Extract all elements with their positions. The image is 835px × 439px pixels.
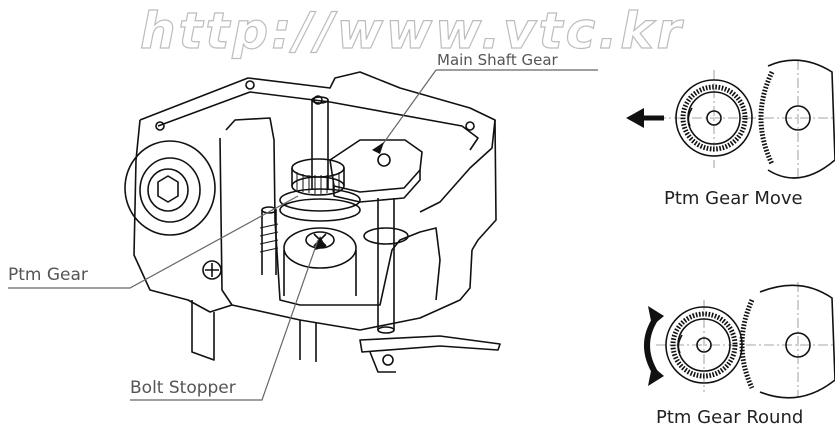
- gear-housing-illustration: [124, 71, 501, 373]
- cam-hole: [377, 153, 391, 167]
- left-boss-ring: [139, 157, 201, 223]
- round-small-gear-hub: [696, 337, 712, 353]
- leader-main-shaft-gear: [379, 69, 598, 149]
- round-cam-sector: [759, 284, 835, 399]
- shaft-top: [311, 96, 329, 104]
- lower-gear-disc-2: [279, 198, 361, 222]
- leader-lines: [8, 69, 598, 401]
- ptm-gear-column: [283, 250, 357, 296]
- right-pin-base: [363, 227, 409, 245]
- linkage-pivot: [382, 354, 394, 366]
- rim-hole-1: [155, 121, 165, 131]
- housing-right-wall: [471, 119, 497, 251]
- bolt-stopper-arrowhead: [315, 236, 326, 250]
- move-small-gear-hub: [706, 110, 722, 126]
- round-small-gear-outer: [665, 306, 743, 384]
- bolt-stopper-label: Bolt Stopper: [130, 378, 236, 398]
- hex-socket: [157, 175, 179, 203]
- move-gear-key: [687, 107, 693, 127]
- spring-coils: [259, 223, 279, 253]
- move-small-gear-teeth: [680, 84, 748, 152]
- round-cam-teeth: [739, 298, 755, 390]
- main-shaft-gear-label: Main Shaft Gear: [437, 51, 558, 69]
- housing-inner-rim: [157, 91, 479, 151]
- spring-post-top: [261, 206, 277, 214]
- housing-left-body: [133, 119, 233, 313]
- left-boss-outer: [124, 140, 216, 236]
- gear-round-diagram: [656, 282, 835, 399]
- inner-frame-edge: [219, 137, 233, 306]
- center-leg: [299, 320, 317, 362]
- inner-frame: [225, 117, 441, 306]
- move-cam-teeth: [758, 70, 775, 166]
- move-small-gear-outer: [675, 79, 753, 157]
- round-small-gear-teeth: [670, 311, 738, 379]
- housing-top-rim: [139, 71, 496, 213]
- vertical-shaft: [311, 100, 329, 190]
- cam-plate-side: [333, 170, 421, 203]
- move-centerlines: [656, 60, 835, 178]
- rim-hole-4: [465, 121, 475, 131]
- spring-post: [261, 210, 277, 275]
- rim-hole-2: [245, 80, 255, 90]
- rotation-arrow-icon: [644, 306, 664, 386]
- leader-ptm-gear: [8, 195, 299, 289]
- ptm-gear-label: Ptm Gear: [8, 265, 88, 285]
- gear-move-diagram: [656, 59, 835, 179]
- pinion-bottom: [291, 176, 345, 196]
- ptm-gear-disc: [283, 227, 357, 269]
- watermark-text: http://www.vtc.kr: [139, 1, 685, 60]
- side-screw-slot: [205, 263, 219, 277]
- move-cam-hole: [785, 105, 811, 131]
- linkage-arm: [369, 351, 396, 373]
- ptm-gear-round-caption: Ptm Gear Round: [656, 407, 804, 428]
- leader-bolt-stopper: [130, 239, 319, 401]
- pinion-body: [291, 168, 345, 186]
- round-cam-hole: [785, 332, 811, 358]
- ptm-gear-move-caption: Ptm Gear Move: [664, 188, 803, 209]
- round-gear-key: [677, 334, 683, 354]
- housing-front-face: [231, 249, 473, 331]
- linkage-bar: [359, 335, 501, 353]
- right-pin-foot: [377, 326, 395, 334]
- left-arrow-icon: [626, 108, 664, 128]
- pinion-top: [291, 158, 345, 178]
- left-boss-inner: [147, 168, 189, 212]
- rim-hole-3: [313, 95, 323, 105]
- right-pin: [377, 198, 395, 330]
- side-screw: [202, 260, 222, 280]
- move-cam-sector: [767, 59, 835, 179]
- lower-gear-disc: [279, 188, 361, 212]
- main-shaft-gear-arrowhead: [372, 142, 384, 154]
- left-leg: [191, 300, 215, 361]
